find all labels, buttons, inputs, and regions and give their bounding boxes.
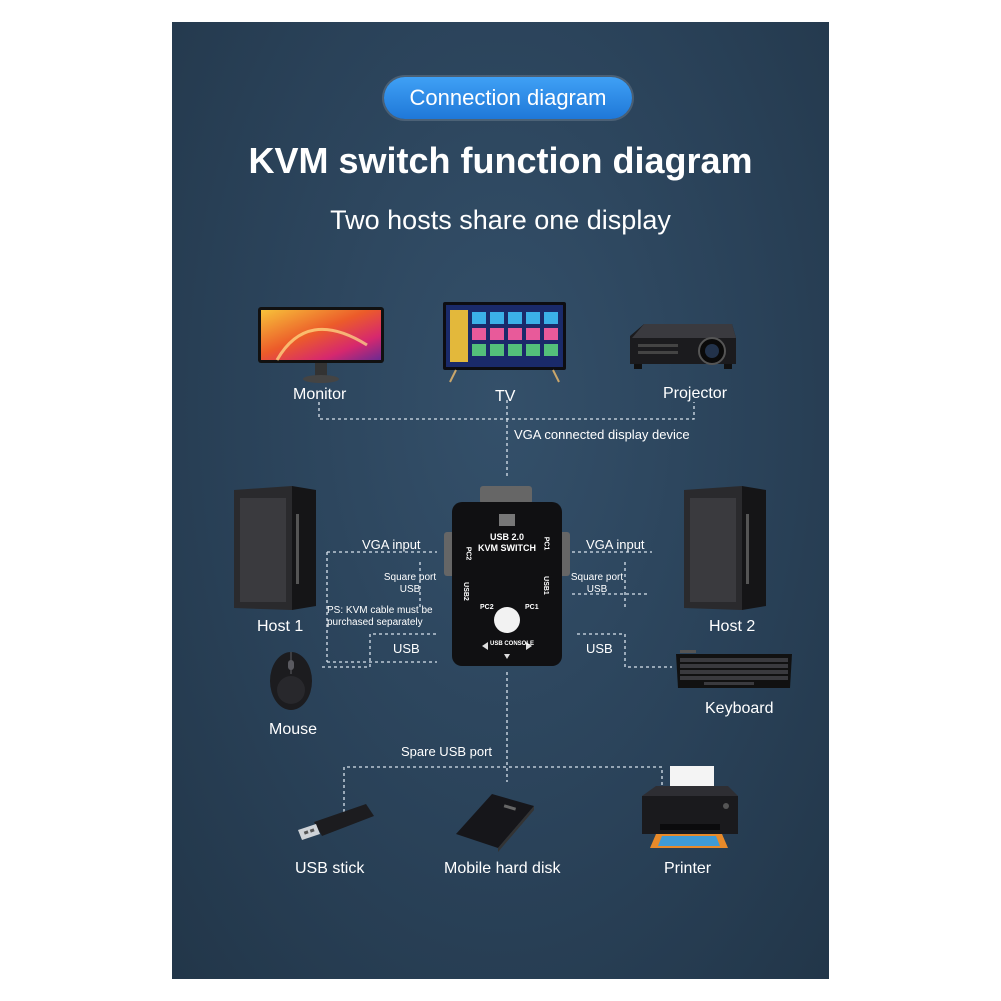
diagram-poster: Connection diagram KVM switch function d… (172, 22, 829, 979)
keyboard-usb-label: USB (586, 641, 613, 656)
kvm-switch-text: KVM SWITCH (478, 543, 536, 553)
host2-vga-input-label: VGA input (586, 537, 645, 552)
projector-label: Projector (663, 385, 728, 402)
monitor-icon (258, 307, 384, 383)
host2-label: Host 2 (709, 618, 756, 635)
kvm-usb20-text: USB 2.0 (489, 532, 524, 542)
usb-stick-icon (298, 804, 374, 840)
mouse-usb-line (322, 633, 437, 668)
host2-square-usb-label: Square port USB (570, 572, 624, 595)
keyboard-usb-line (577, 633, 672, 668)
mouse-label: Mouse (269, 721, 318, 738)
kvm-pc1-side-text: PC1 (542, 536, 550, 551)
usb-stick-label: USB stick (295, 860, 365, 877)
printer-icon (642, 766, 738, 848)
tv-label: TV (495, 388, 516, 405)
kvm-switch-icon (444, 486, 570, 666)
kvm-usb1-text: USB1 (541, 576, 549, 595)
mobile-hard-disk-label: Mobile hard disk (444, 860, 561, 877)
host1-tower-icon (234, 486, 316, 610)
kvm-cable-note: PS: KVM cable must be purchased separate… (327, 605, 433, 628)
mouse-usb-label: USB (393, 641, 420, 656)
diagram-subtitle: Two hosts share one display (330, 205, 671, 235)
kvm-usb2-text: USB2 (461, 582, 469, 601)
kvm-pc2-text: PC2 (480, 604, 494, 611)
connection-diagram-badge: Connection diagram (384, 77, 632, 119)
vga-display-caption: VGA connected display device (514, 427, 690, 442)
tv-icon (443, 302, 566, 383)
monitor-label: Monitor (293, 386, 347, 403)
host1-label: Host 1 (257, 618, 304, 635)
mouse-icon (270, 652, 312, 710)
keyboard-icon (676, 650, 792, 688)
spare-usb-caption: Spare USB port (401, 744, 493, 759)
host2-tower-icon (684, 486, 766, 610)
printer-label: Printer (664, 860, 712, 877)
keyboard-label: Keyboard (705, 700, 774, 717)
mobile-hard-disk-icon (456, 794, 534, 852)
kvm-pc2-side-text: PC2 (464, 546, 472, 561)
host1-square-usb-label: Square port USB (383, 572, 437, 595)
host1-vga-input-label: VGA input (362, 537, 421, 552)
diagram-title: KVM switch function diagram (248, 140, 753, 181)
projector-icon (630, 324, 736, 369)
kvm-pc1-text: PC1 (525, 604, 539, 611)
kvm-console-text: USB CONSOLE (490, 641, 535, 647)
